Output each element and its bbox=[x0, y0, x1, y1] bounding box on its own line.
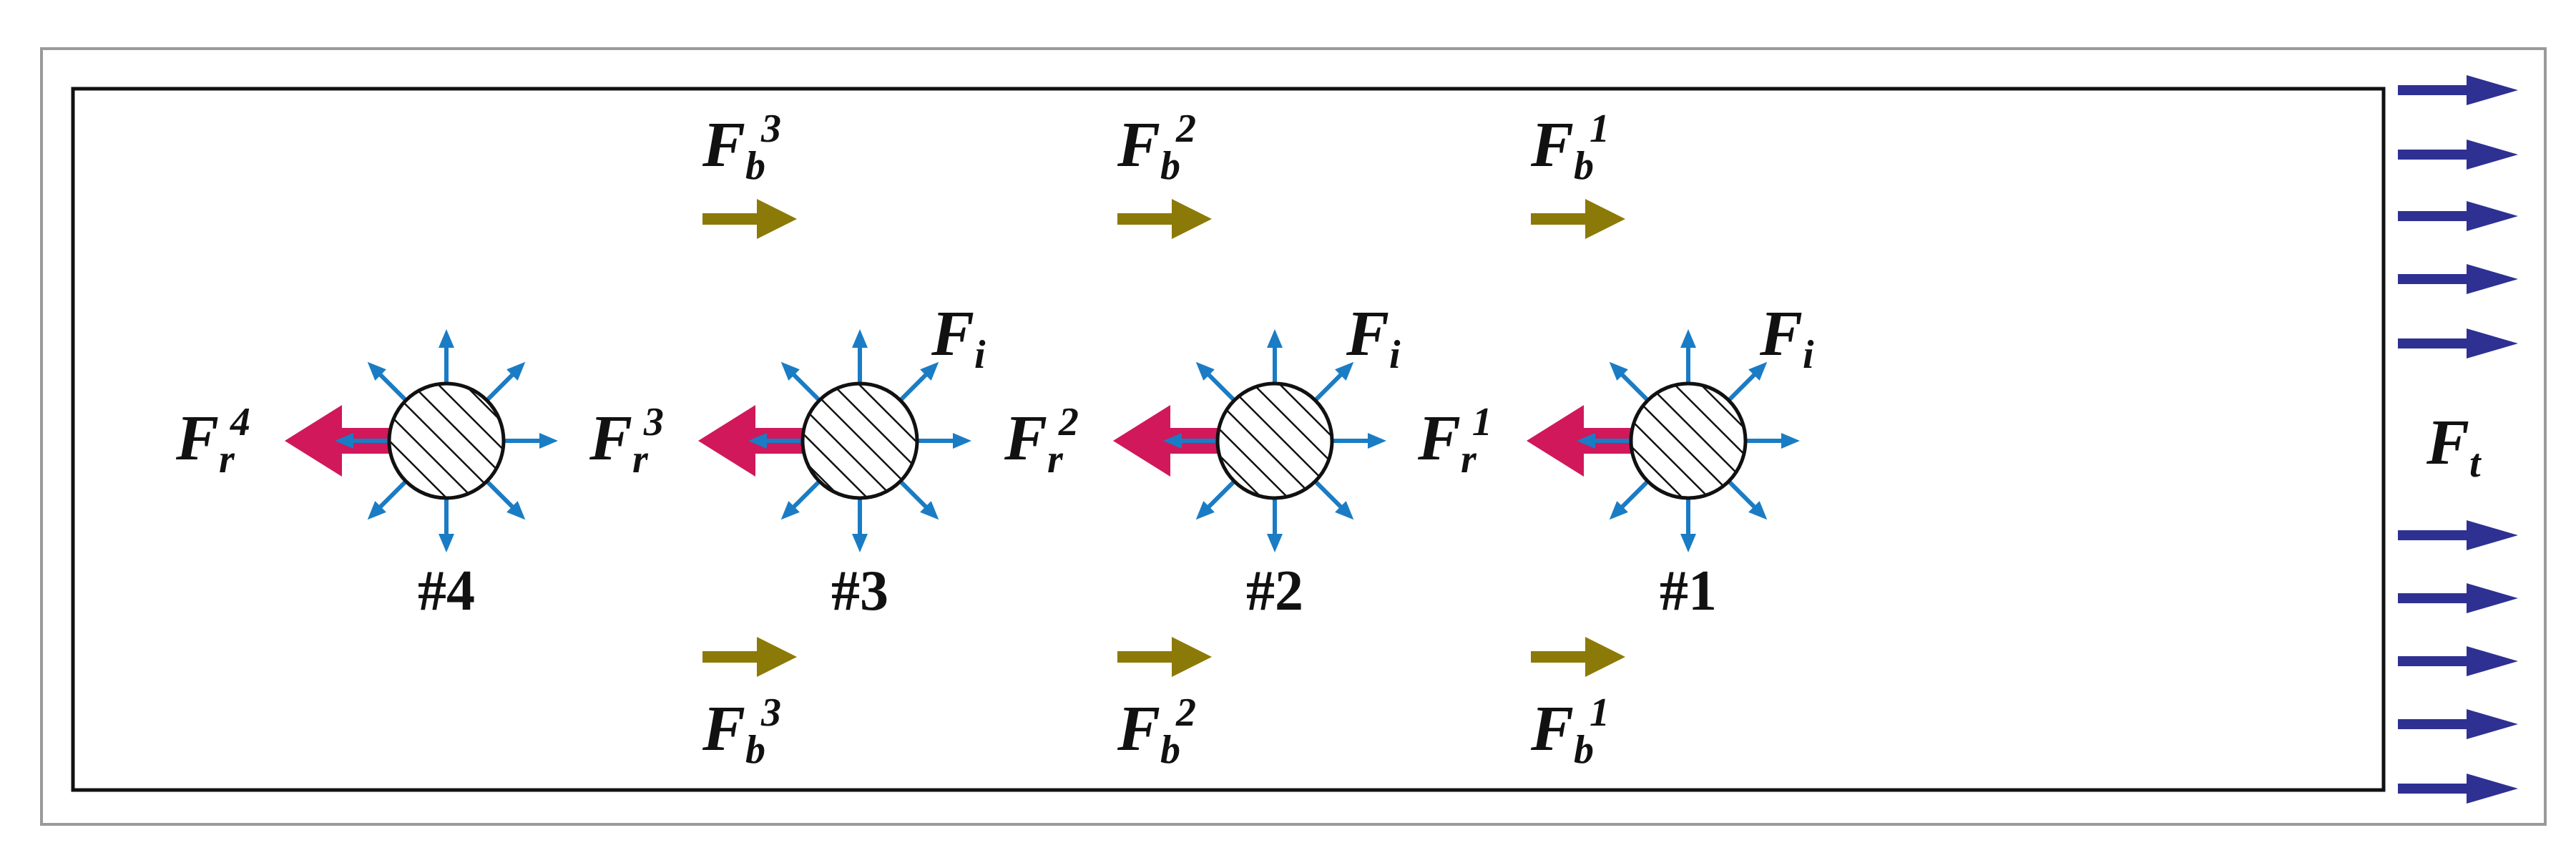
traction-arrow bbox=[2398, 774, 2518, 804]
interaction-force-label: Fi bbox=[1759, 298, 1814, 377]
buoyancy-force-label-top: Fb2 bbox=[1117, 107, 1196, 188]
traction-arrow bbox=[2398, 75, 2518, 105]
buoyancy-arrow-top bbox=[1117, 199, 1212, 239]
interaction-arrow bbox=[1680, 329, 1696, 386]
outer-frame bbox=[40, 47, 2547, 826]
interaction-arrow bbox=[483, 477, 526, 520]
buoyancy-arrow-top bbox=[702, 199, 797, 239]
traction-arrow bbox=[2398, 201, 2518, 231]
interaction-arrow bbox=[483, 361, 526, 404]
interaction-arrow bbox=[1725, 361, 1768, 404]
resistance-force-label: Fr2 bbox=[1004, 400, 1079, 482]
buoyancy-arrow-bottom bbox=[1117, 637, 1212, 677]
interaction-arrow bbox=[1329, 433, 1386, 449]
interaction-force-label: Fi bbox=[931, 298, 986, 377]
interaction-arrow bbox=[1725, 477, 1768, 520]
resistance-force-label: Fr4 bbox=[175, 400, 250, 482]
particle-number-label: #3 bbox=[831, 560, 888, 623]
interaction-arrow bbox=[439, 329, 454, 386]
buoyancy-arrow-bottom bbox=[702, 637, 797, 677]
buoyancy-force-label-top: Fb3 bbox=[702, 107, 781, 188]
particle-number-label: #2 bbox=[1246, 560, 1303, 623]
interaction-arrow bbox=[1195, 477, 1238, 520]
traction-arrow bbox=[2398, 583, 2518, 613]
interaction-force-label: Fi bbox=[1346, 298, 1401, 377]
traction-arrow bbox=[2398, 709, 2518, 739]
flow-domain-box bbox=[71, 87, 2386, 792]
interaction-arrow bbox=[1267, 329, 1283, 386]
particles bbox=[285, 329, 1800, 552]
buoyancy-force-label-top: Fb1 bbox=[1530, 107, 1610, 188]
interaction-arrow bbox=[896, 361, 939, 404]
traction-arrow bbox=[2398, 264, 2518, 294]
resistance-force-label: Fr3 bbox=[589, 400, 664, 482]
interaction-arrow bbox=[748, 433, 805, 449]
interaction-arrow bbox=[367, 361, 410, 404]
interaction-arrow bbox=[439, 495, 454, 552]
particle-circle bbox=[1215, 381, 1334, 500]
traction-force-label: Ft bbox=[2426, 407, 2482, 486]
interaction-arrow bbox=[1267, 495, 1283, 552]
traction-arrow bbox=[2398, 328, 2518, 359]
buoyancy-arrow-bottom bbox=[1531, 637, 1625, 677]
interaction-arrow bbox=[335, 433, 392, 449]
traction-arrow bbox=[2398, 520, 2518, 550]
particle-circle bbox=[1629, 381, 1748, 500]
buoyancy-arrow-top bbox=[1531, 199, 1625, 239]
interaction-arrow bbox=[852, 495, 868, 552]
interaction-arrow bbox=[501, 433, 558, 449]
labels: Ft#4Fr4#3Fr3FiFb3Fb3#2Fr2FiFb2Fb2#1Fr1Fi… bbox=[175, 107, 2482, 772]
buoyancy-arrows bbox=[702, 199, 1625, 677]
interaction-arrow bbox=[1163, 433, 1220, 449]
interaction-arrow bbox=[1609, 361, 1652, 404]
interaction-arrow bbox=[780, 477, 823, 520]
particle-circle bbox=[800, 381, 919, 500]
interaction-arrow bbox=[1680, 495, 1696, 552]
interaction-arrow bbox=[367, 477, 410, 520]
interaction-arrow bbox=[1311, 361, 1354, 404]
interaction-arrow bbox=[914, 433, 971, 449]
buoyancy-force-label-bottom: Fb1 bbox=[1530, 691, 1610, 772]
interaction-arrow bbox=[1577, 433, 1634, 449]
traction-arrow bbox=[2398, 646, 2518, 676]
buoyancy-force-label-bottom: Fb2 bbox=[1117, 691, 1196, 772]
resistance-force-label: Fr1 bbox=[1417, 400, 1492, 482]
interaction-arrow bbox=[1195, 361, 1238, 404]
buoyancy-force-label-bottom: Fb3 bbox=[702, 691, 781, 772]
particle-number-label: #4 bbox=[418, 560, 475, 623]
particle-circle bbox=[387, 381, 506, 500]
traction-arrow bbox=[2398, 140, 2518, 170]
interaction-arrow bbox=[1609, 477, 1652, 520]
traction-arrows bbox=[2398, 75, 2518, 804]
interaction-arrow bbox=[1311, 477, 1354, 520]
interaction-arrow bbox=[1743, 433, 1800, 449]
interaction-arrow bbox=[780, 361, 823, 404]
interaction-arrow bbox=[896, 477, 939, 520]
interaction-arrow bbox=[852, 329, 868, 386]
particle-number-label: #1 bbox=[1660, 560, 1717, 623]
